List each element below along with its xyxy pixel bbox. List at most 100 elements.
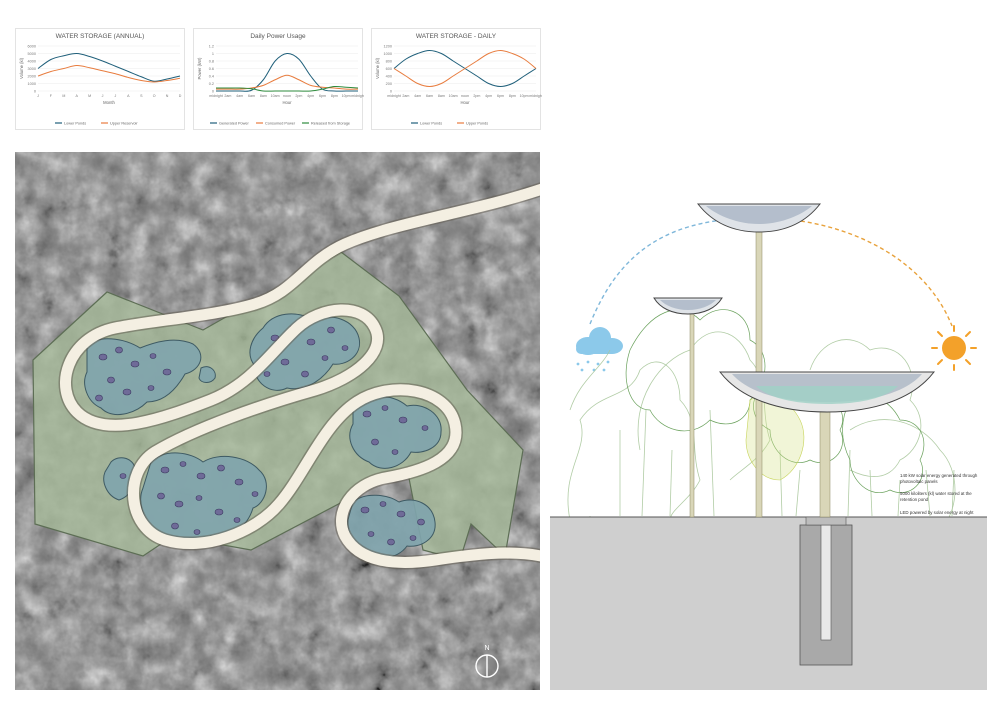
x-tick-label: 8pm bbox=[509, 94, 516, 98]
x-tick-label: midnight bbox=[387, 94, 401, 98]
north-label: N bbox=[484, 645, 489, 652]
y-axis-label: Volume (kl) bbox=[375, 57, 380, 79]
section-drawing bbox=[550, 150, 987, 690]
ground-section bbox=[550, 517, 987, 690]
x-tick-label: A bbox=[76, 94, 79, 98]
x-tick-label: 6pm bbox=[497, 94, 504, 98]
legend-label: Upper Reservoir bbox=[110, 121, 138, 125]
x-axis-label: Hour bbox=[282, 100, 292, 105]
x-tick-label: 10pm bbox=[342, 94, 351, 98]
annotation-solar: 140 kW solar energy generated through ph… bbox=[900, 473, 978, 484]
x-tick-label: F bbox=[50, 94, 53, 98]
x-tick-label: 6pm bbox=[319, 94, 326, 98]
y-tick-label: 400 bbox=[386, 74, 392, 78]
sun-icon bbox=[931, 325, 977, 371]
x-tick-label: noon bbox=[283, 94, 291, 98]
pole-mid bbox=[689, 313, 695, 518]
dish-mid bbox=[653, 297, 723, 315]
y-axis-label: Power (kW) bbox=[197, 57, 202, 79]
series-line bbox=[393, 49, 537, 88]
chart-title: WATER STORAGE (ANNUAL) bbox=[55, 33, 145, 40]
north-arrow-icon: N bbox=[475, 645, 499, 678]
y-tick-label: 1.2 bbox=[209, 44, 214, 48]
x-tick-label: J bbox=[37, 94, 39, 98]
rain-arc bbox=[589, 217, 767, 325]
x-tick-label: A bbox=[127, 94, 130, 98]
y-tick-label: 1200 bbox=[384, 44, 392, 48]
x-tick-label: M bbox=[62, 94, 65, 98]
y-tick-label: 0 bbox=[390, 89, 392, 93]
x-tick-label: midnight bbox=[351, 94, 364, 98]
x-tick-label: J bbox=[102, 94, 104, 98]
chart-annual-water: WATER STORAGE (ANNUAL) 0 1000 2000 3000 4000… bbox=[15, 28, 185, 130]
legend-label: Upper Ponds bbox=[466, 121, 488, 125]
x-tick-label: 6am bbox=[248, 94, 255, 98]
y-tick-label: 5000 bbox=[28, 52, 36, 56]
x-axis-label: Month bbox=[103, 100, 115, 105]
x-tick-label: midnight bbox=[209, 94, 223, 98]
series-line bbox=[216, 85, 359, 92]
series-line bbox=[37, 52, 181, 82]
chart-title: WATER STORAGE - DAILY bbox=[415, 33, 497, 40]
y-tick-label: 0.4 bbox=[209, 74, 214, 78]
legend-label: Lower Ponds bbox=[420, 121, 442, 125]
x-tick-label: midnight bbox=[529, 94, 542, 98]
site-plan: N bbox=[15, 152, 540, 690]
x-tick-label: 8am bbox=[438, 94, 445, 98]
section-svg bbox=[550, 203, 987, 690]
y-tick-label: 6000 bbox=[28, 44, 36, 48]
well-shaft bbox=[820, 524, 832, 641]
cloud-icon bbox=[576, 327, 623, 355]
y-tick-label: 800 bbox=[386, 59, 392, 63]
y-tick-label: 3000 bbox=[28, 67, 36, 71]
series-line bbox=[216, 74, 359, 90]
y-tick-label: 2000 bbox=[28, 74, 36, 78]
x-tick-label: 10pm bbox=[520, 94, 529, 98]
annotation-led: LED powered by solar energy at night bbox=[900, 510, 974, 515]
series-line bbox=[216, 52, 358, 92]
x-tick-label: D bbox=[179, 94, 182, 98]
x-tick-label: M bbox=[88, 94, 91, 98]
y-tick-label: 600 bbox=[386, 67, 392, 71]
legend-label: Consumed Power bbox=[265, 121, 296, 125]
x-tick-label: 4pm bbox=[485, 94, 492, 98]
site-plan-drawing: N bbox=[15, 152, 540, 690]
series-line bbox=[37, 64, 181, 83]
x-tick-label: 10am bbox=[449, 94, 458, 98]
x-tick-label: 2pm bbox=[295, 94, 302, 98]
x-tick-label: 8am bbox=[260, 94, 267, 98]
y-tick-label: 1000 bbox=[384, 52, 392, 56]
x-tick-label: 8pm bbox=[331, 94, 338, 98]
x-tick-label: 2am bbox=[402, 94, 409, 98]
x-tick-label: 10am bbox=[271, 94, 280, 98]
y-tick-label: 4000 bbox=[28, 59, 36, 63]
x-tick-label: 4am bbox=[414, 94, 421, 98]
x-tick-label: 6am bbox=[426, 94, 433, 98]
y-tick-label: 1000 bbox=[28, 82, 36, 86]
x-tick-label: S bbox=[140, 94, 143, 98]
y-tick-label: 0 bbox=[34, 89, 36, 93]
dish-top bbox=[696, 203, 822, 233]
x-tick-label: 2am bbox=[224, 94, 231, 98]
sun-arc bbox=[765, 217, 953, 327]
x-tick-label: 4pm bbox=[307, 94, 314, 98]
y-axis-label: Volume (kl) bbox=[19, 57, 24, 79]
dish-large bbox=[718, 371, 936, 413]
annotation-water: 5000 kiloliters (kl) water stored at the… bbox=[900, 491, 972, 502]
x-tick-label: 4am bbox=[236, 94, 243, 98]
legend-label: Generated Power bbox=[219, 121, 249, 125]
y-tick-label: 0.2 bbox=[209, 82, 214, 86]
x-tick-label: N bbox=[166, 94, 169, 98]
x-tick-label: 2pm bbox=[473, 94, 480, 98]
x-tick-label: O bbox=[153, 94, 156, 98]
x-tick-label: J bbox=[115, 94, 117, 98]
chart-title: Daily Power Usage bbox=[250, 33, 306, 40]
boulder-group bbox=[95, 325, 429, 546]
y-tick-label: 0.8 bbox=[209, 59, 214, 63]
y-tick-label: 200 bbox=[386, 82, 392, 86]
chart-daily-water: WATER STORAGE - DAILY 0 200 400 600 800 1000 1… bbox=[371, 28, 542, 130]
